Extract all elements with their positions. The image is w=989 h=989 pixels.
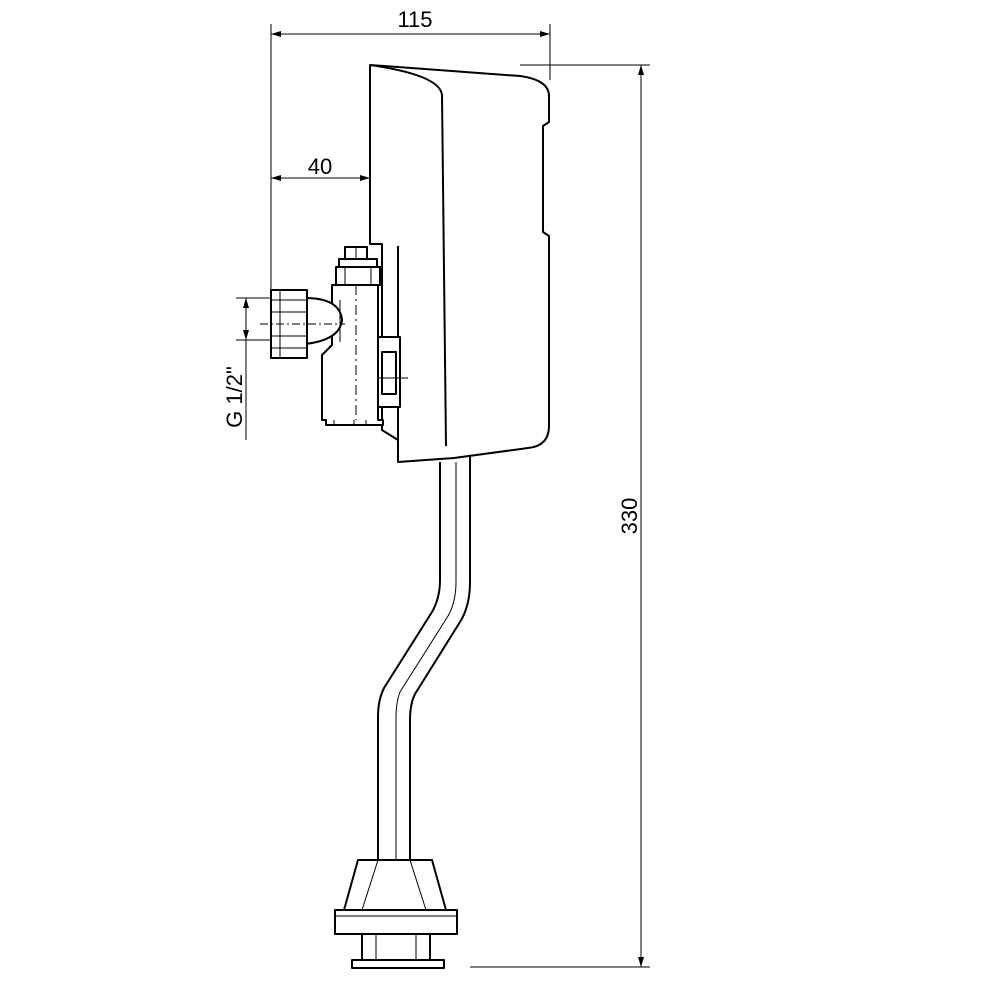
flange-cone-inner-right	[409, 859, 427, 911]
bracket-window	[381, 351, 397, 395]
valve-screw-collar	[338, 258, 378, 268]
dimension-lines	[236, 24, 650, 968]
side-bracket	[372, 336, 408, 408]
width-dimension-label: 115	[397, 7, 432, 32]
flush-pipe	[377, 456, 471, 862]
thread-dimension-label: G 1/2"	[222, 366, 247, 428]
flange-collar	[361, 933, 431, 961]
housing-outline	[369, 64, 550, 463]
flange-cone	[343, 859, 447, 911]
pipe-outer-right	[409, 456, 471, 862]
valve-screw-nut	[335, 266, 381, 286]
flange-base	[351, 959, 445, 969]
stop-valve	[304, 246, 384, 426]
housing-inner-contour	[369, 64, 447, 447]
height-dimension-label: 330	[617, 498, 642, 535]
pipe-center-highlight	[395, 462, 457, 862]
pipe-flange	[334, 859, 458, 969]
pipe-outer-left	[377, 462, 441, 862]
valve-block-bottom-notches	[333, 420, 367, 425]
housing-side-groove	[542, 96, 550, 232]
flange-plate	[334, 909, 458, 935]
inlet-nut	[260, 289, 345, 359]
flange-cone-inner-left	[361, 859, 379, 911]
offset-dimension-label: 40	[308, 154, 332, 179]
valve-inlet-curve	[304, 297, 343, 345]
